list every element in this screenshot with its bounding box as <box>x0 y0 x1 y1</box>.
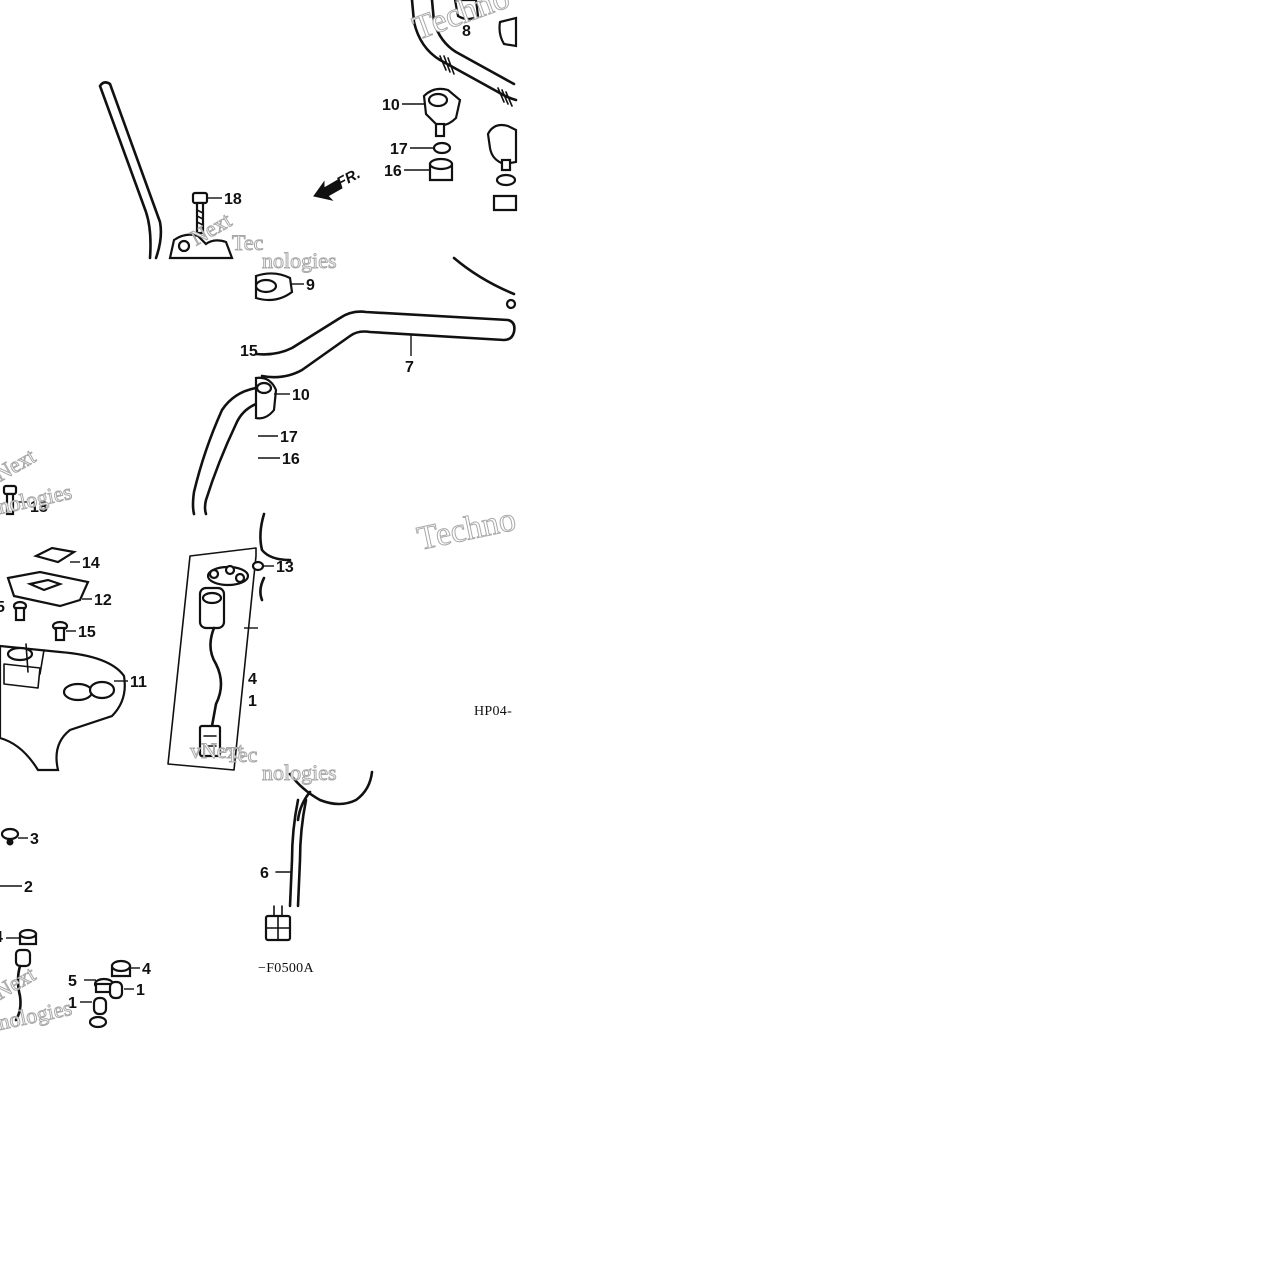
watermark-text: nologies <box>0 995 74 1035</box>
bolt-18 <box>191 191 209 235</box>
holder-9-hole <box>254 278 278 294</box>
callout-4a: 4 <box>248 671 257 688</box>
nut-4-left <box>18 928 38 946</box>
callout-15b: 15 <box>78 624 96 641</box>
lower-arc <box>259 512 292 602</box>
callout-4b: 4 <box>0 929 3 946</box>
callout-1b: 1 <box>136 982 145 999</box>
handlebar-cover-edge <box>191 386 258 516</box>
arrow-icon <box>313 179 343 201</box>
connector-small <box>14 948 32 968</box>
holder-10-hole <box>255 381 273 395</box>
wire-lower <box>14 964 22 1022</box>
handlebar-left-section <box>98 81 163 260</box>
lower-holder-10 <box>422 87 462 138</box>
tile-middle-right: 7 nologies <box>254 248 517 379</box>
watermark-text: Tec <box>226 742 258 767</box>
callout-12: 12 <box>94 592 112 609</box>
arc-upper <box>452 256 516 296</box>
watermark-text: Next <box>0 443 40 486</box>
callout-16b: 16 <box>282 451 300 468</box>
callout-15a: 15 <box>240 343 258 360</box>
harness-6 <box>288 798 308 908</box>
callout-1c: 1 <box>68 995 77 1012</box>
callout-16a: 16 <box>384 163 402 180</box>
handlebar-cover-edge-inner <box>203 402 258 516</box>
watermark-text: vNext <box>190 738 244 763</box>
bolt-18-lower <box>2 484 18 516</box>
cover-lid-14 <box>32 546 77 564</box>
tile-top-right: 8 10 17 16 FR. Techno <box>313 0 518 212</box>
harness-loop <box>288 770 374 822</box>
callout-14: 14 <box>82 555 100 572</box>
collar-1-right <box>108 980 124 1000</box>
callout-13: 13 <box>276 559 294 576</box>
grommet-3 <box>0 827 20 846</box>
tile-lower-left: 14 12 15 5 11 <box>0 546 258 772</box>
switch-assembly-box <box>167 547 257 771</box>
handlebar-7 <box>254 310 516 379</box>
callout-9: 9 <box>306 277 315 294</box>
cover-plate-12 <box>6 570 90 608</box>
nut-4-right <box>110 959 132 978</box>
callout-18a: 18 <box>224 191 242 208</box>
upper-holder-8b <box>498 16 518 48</box>
callout-10a: 10 <box>382 97 400 114</box>
callout-5: 5 <box>68 973 77 990</box>
tile-bottom-left: 3 2 4 5 4 1 1 Next <box>0 827 151 1035</box>
riser-clamp-hole <box>177 239 191 253</box>
callout-11: 11 <box>130 674 147 691</box>
screw-15-left <box>12 600 28 622</box>
lower-holder-10-right <box>486 123 518 212</box>
callout-4c: 4 <box>142 961 151 978</box>
handlebar-upper-curve <box>410 0 518 102</box>
front-direction-arrow: FR. <box>313 165 363 201</box>
callout-17b: 17 <box>280 429 298 446</box>
watermark-text: nologies <box>262 760 337 785</box>
screw-13 <box>251 560 265 572</box>
nut-16 <box>428 157 454 182</box>
callout-15c: 5 <box>0 599 5 616</box>
tile-lower-right: 13 HP04- Techno <box>244 500 520 719</box>
tile-middle-left: 9 15 10 17 16 18 Next nologies <box>0 272 315 519</box>
callout-2: 2 <box>24 879 33 896</box>
diagram-code-b: −F0500A <box>258 961 314 976</box>
callout-17a: 17 <box>390 141 408 158</box>
callout-10b: 10 <box>292 387 310 404</box>
washer-17 <box>432 141 452 155</box>
tile-top-left: 18 Next Tec <box>98 81 264 260</box>
callout-3: 3 <box>30 831 39 848</box>
callout-18b: 18 <box>30 499 48 516</box>
callout-6: 6 <box>260 865 269 882</box>
handlebar-cover-11 <box>0 643 126 772</box>
screw-15 <box>51 620 69 642</box>
watermark-text: Tec <box>232 230 264 255</box>
callout-1a: 1 <box>248 693 257 710</box>
connector-6 <box>264 905 292 942</box>
upper-holder-8 <box>453 0 480 21</box>
grip-band <box>439 55 513 107</box>
diagram-code-a: HP04- <box>474 704 512 719</box>
watermark-text: nologies <box>262 248 337 273</box>
collar-1-mid <box>88 996 108 1029</box>
bolt-head-small <box>505 298 517 310</box>
callout-7: 7 <box>405 359 414 376</box>
watermark-text: Techno <box>414 501 519 558</box>
tile-bottom-right: 6 −F0500A nologies <box>258 760 374 976</box>
callout-8: 8 <box>462 23 471 40</box>
watermark-text: Techno <box>408 0 514 48</box>
